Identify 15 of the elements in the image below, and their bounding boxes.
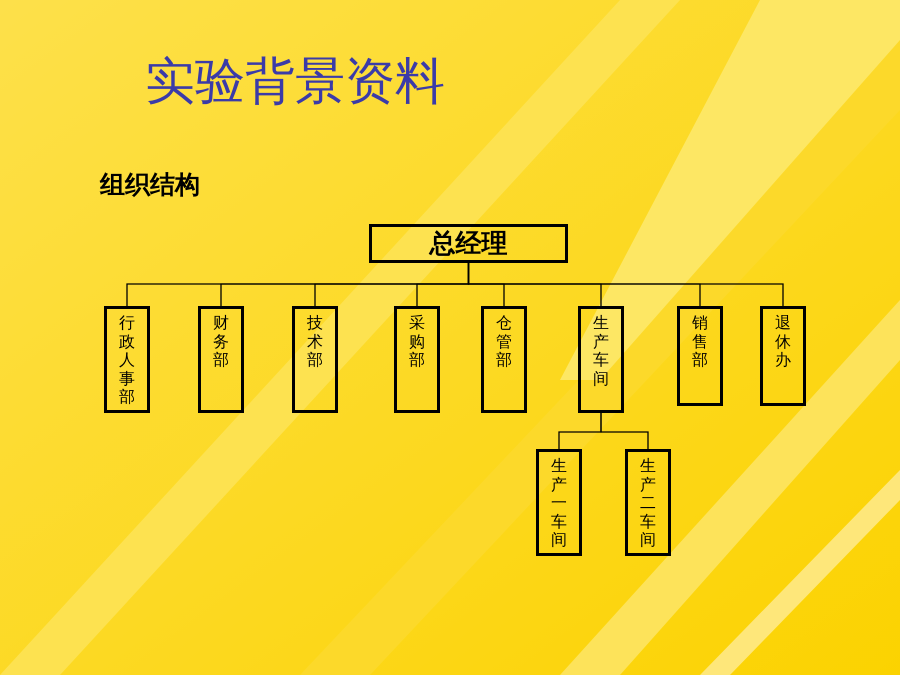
department-box: 退休办 bbox=[760, 306, 806, 406]
department-box: 行政人事部 bbox=[104, 306, 150, 413]
connector-line bbox=[600, 413, 649, 449]
department-box: 采购部 bbox=[394, 306, 440, 413]
slide-title: 实验背景资料 bbox=[145, 51, 445, 112]
org-chart-box: 总经理 bbox=[369, 224, 568, 263]
department-box: 生产二车间 bbox=[625, 449, 671, 556]
department-box: 财务部 bbox=[198, 306, 244, 413]
connector-line bbox=[468, 263, 784, 306]
department-box: 仓管部 bbox=[481, 306, 527, 413]
department-box: 生产车间 bbox=[578, 306, 624, 413]
department-box: 销售部 bbox=[677, 306, 723, 406]
section-heading: 组织结构 bbox=[100, 169, 200, 201]
department-box: 生产一车间 bbox=[536, 449, 582, 556]
department-box: 技术部 bbox=[292, 306, 338, 413]
